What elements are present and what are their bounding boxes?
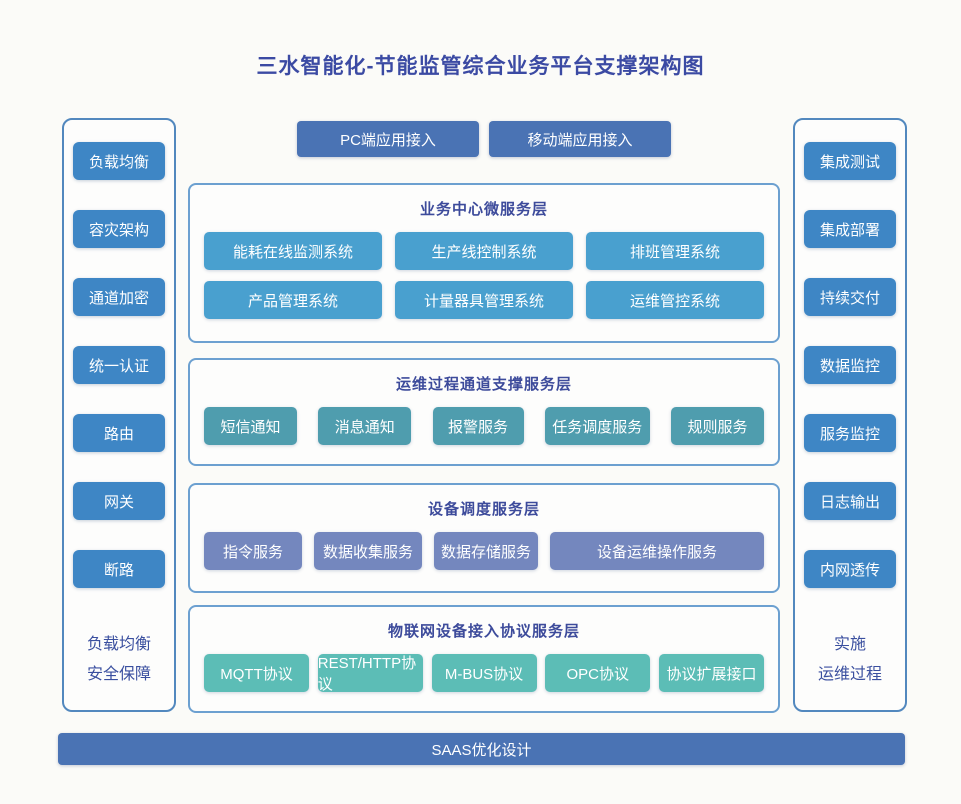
node-unified-auth: 统一认证 <box>73 346 165 384</box>
node-device-ops-operation-service: 设备运维操作服务 <box>550 532 764 570</box>
node-energy-monitoring-system: 能耗在线监测系统 <box>204 232 382 270</box>
node-production-line-control-system: 生产线控制系统 <box>395 232 573 270</box>
node-task-scheduling-service: 任务调度服务 <box>544 407 650 445</box>
node-product-management-system: 产品管理系统 <box>204 281 382 319</box>
node-mobile-app-access: 移动端应用接入 <box>489 121 671 157</box>
node-row: 能耗在线监测系统 生产线控制系统 排班管理系统 <box>190 232 778 270</box>
app-access-row: PC端应用接入 移动端应用接入 <box>188 121 780 157</box>
node-integration-test: 集成测试 <box>804 142 896 180</box>
node-alarm-service: 报警服务 <box>432 407 524 445</box>
node-message-notification: 消息通知 <box>318 407 412 445</box>
left-pillar-caption-line1: 负载均衡 <box>86 636 151 653</box>
node-data-monitoring: 数据监控 <box>804 346 896 384</box>
node-channel-encryption: 通道加密 <box>73 278 165 316</box>
node-circuit-break: 断路 <box>73 550 165 588</box>
node-row: MQTT协议 REST/HTTP协议 M-BUS协议 OPC协议 协议扩展接口 <box>190 654 778 693</box>
right-pillar: 集成测试 集成部署 持续交付 数据监控 服务监控 日志输出 内网透传 实施 运维… <box>793 118 907 712</box>
node-shift-management-system: 排班管理系统 <box>586 232 764 270</box>
left-pillar: 负载均衡 容灾架构 通道加密 统一认证 路由 网关 断路 负载均衡 安全保障 <box>62 118 176 712</box>
node-routing: 路由 <box>73 414 165 452</box>
page-title: 三水智能化-节能监管综合业务平台支撑架构图 <box>256 55 705 78</box>
right-pillar-caption: 实施 运维过程 <box>818 630 882 690</box>
saas-optimization-bar: SAAS优化设计 <box>58 733 905 765</box>
node-integration-deploy: 集成部署 <box>804 210 896 248</box>
node-sms-notification: 短信通知 <box>204 407 297 445</box>
node-load-balancing: 负载均衡 <box>73 142 165 180</box>
node-gateway: 网关 <box>73 482 165 520</box>
node-intranet-passthrough: 内网透传 <box>804 550 896 588</box>
layer-title: 物联网设备接入协议服务层 <box>387 623 580 640</box>
node-continuous-delivery: 持续交付 <box>804 278 896 316</box>
left-pillar-caption: 负载均衡 安全保障 <box>87 630 151 690</box>
node-opc-protocol: OPC协议 <box>545 654 651 692</box>
layer-ops-channel-support: 运维过程通道支撑服务层 短信通知 消息通知 报警服务 任务调度服务 规则服务 <box>188 358 780 466</box>
node-log-output: 日志输出 <box>804 482 896 520</box>
node-rule-service: 规则服务 <box>671 407 764 445</box>
layer-title: 设备调度服务层 <box>427 501 540 518</box>
node-mbus-protocol: M-BUS协议 <box>431 654 537 692</box>
node-ops-control-system: 运维管控系统 <box>586 281 764 319</box>
node-command-service: 指令服务 <box>204 532 302 570</box>
node-metering-instrument-system: 计量器具管理系统 <box>395 281 573 319</box>
layer-iot-protocols: 物联网设备接入协议服务层 MQTT协议 REST/HTTP协议 M-BUS协议 … <box>188 605 780 713</box>
node-data-collection-service: 数据收集服务 <box>314 532 422 570</box>
node-disaster-recovery: 容灾架构 <box>73 210 165 248</box>
right-pillar-caption-line1: 实施 <box>833 636 866 653</box>
layer-title: 运维过程通道支撑服务层 <box>395 376 572 393</box>
node-service-monitoring: 服务监控 <box>804 414 896 452</box>
node-pc-app-access: PC端应用接入 <box>297 121 479 157</box>
right-pillar-caption-line2: 运维过程 <box>817 666 882 683</box>
layer-title: 业务中心微服务层 <box>419 201 548 218</box>
node-rest-http-protocol: REST/HTTP协议 <box>317 654 423 693</box>
left-pillar-caption-line2: 安全保障 <box>86 666 151 683</box>
layer-device-scheduling: 设备调度服务层 指令服务 数据收集服务 数据存储服务 设备运维操作服务 <box>188 483 780 593</box>
node-mqtt-protocol: MQTT协议 <box>204 654 309 692</box>
layer-business-microservices: 业务中心微服务层 能耗在线监测系统 生产线控制系统 排班管理系统 产品管理系统 … <box>188 183 780 343</box>
node-row: 指令服务 数据收集服务 数据存储服务 设备运维操作服务 <box>190 532 778 570</box>
node-row: 产品管理系统 计量器具管理系统 运维管控系统 <box>190 281 778 319</box>
node-protocol-extension-interface: 协议扩展接口 <box>659 654 764 692</box>
node-data-storage-service: 数据存储服务 <box>434 532 538 570</box>
node-row: 短信通知 消息通知 报警服务 任务调度服务 规则服务 <box>190 407 778 445</box>
